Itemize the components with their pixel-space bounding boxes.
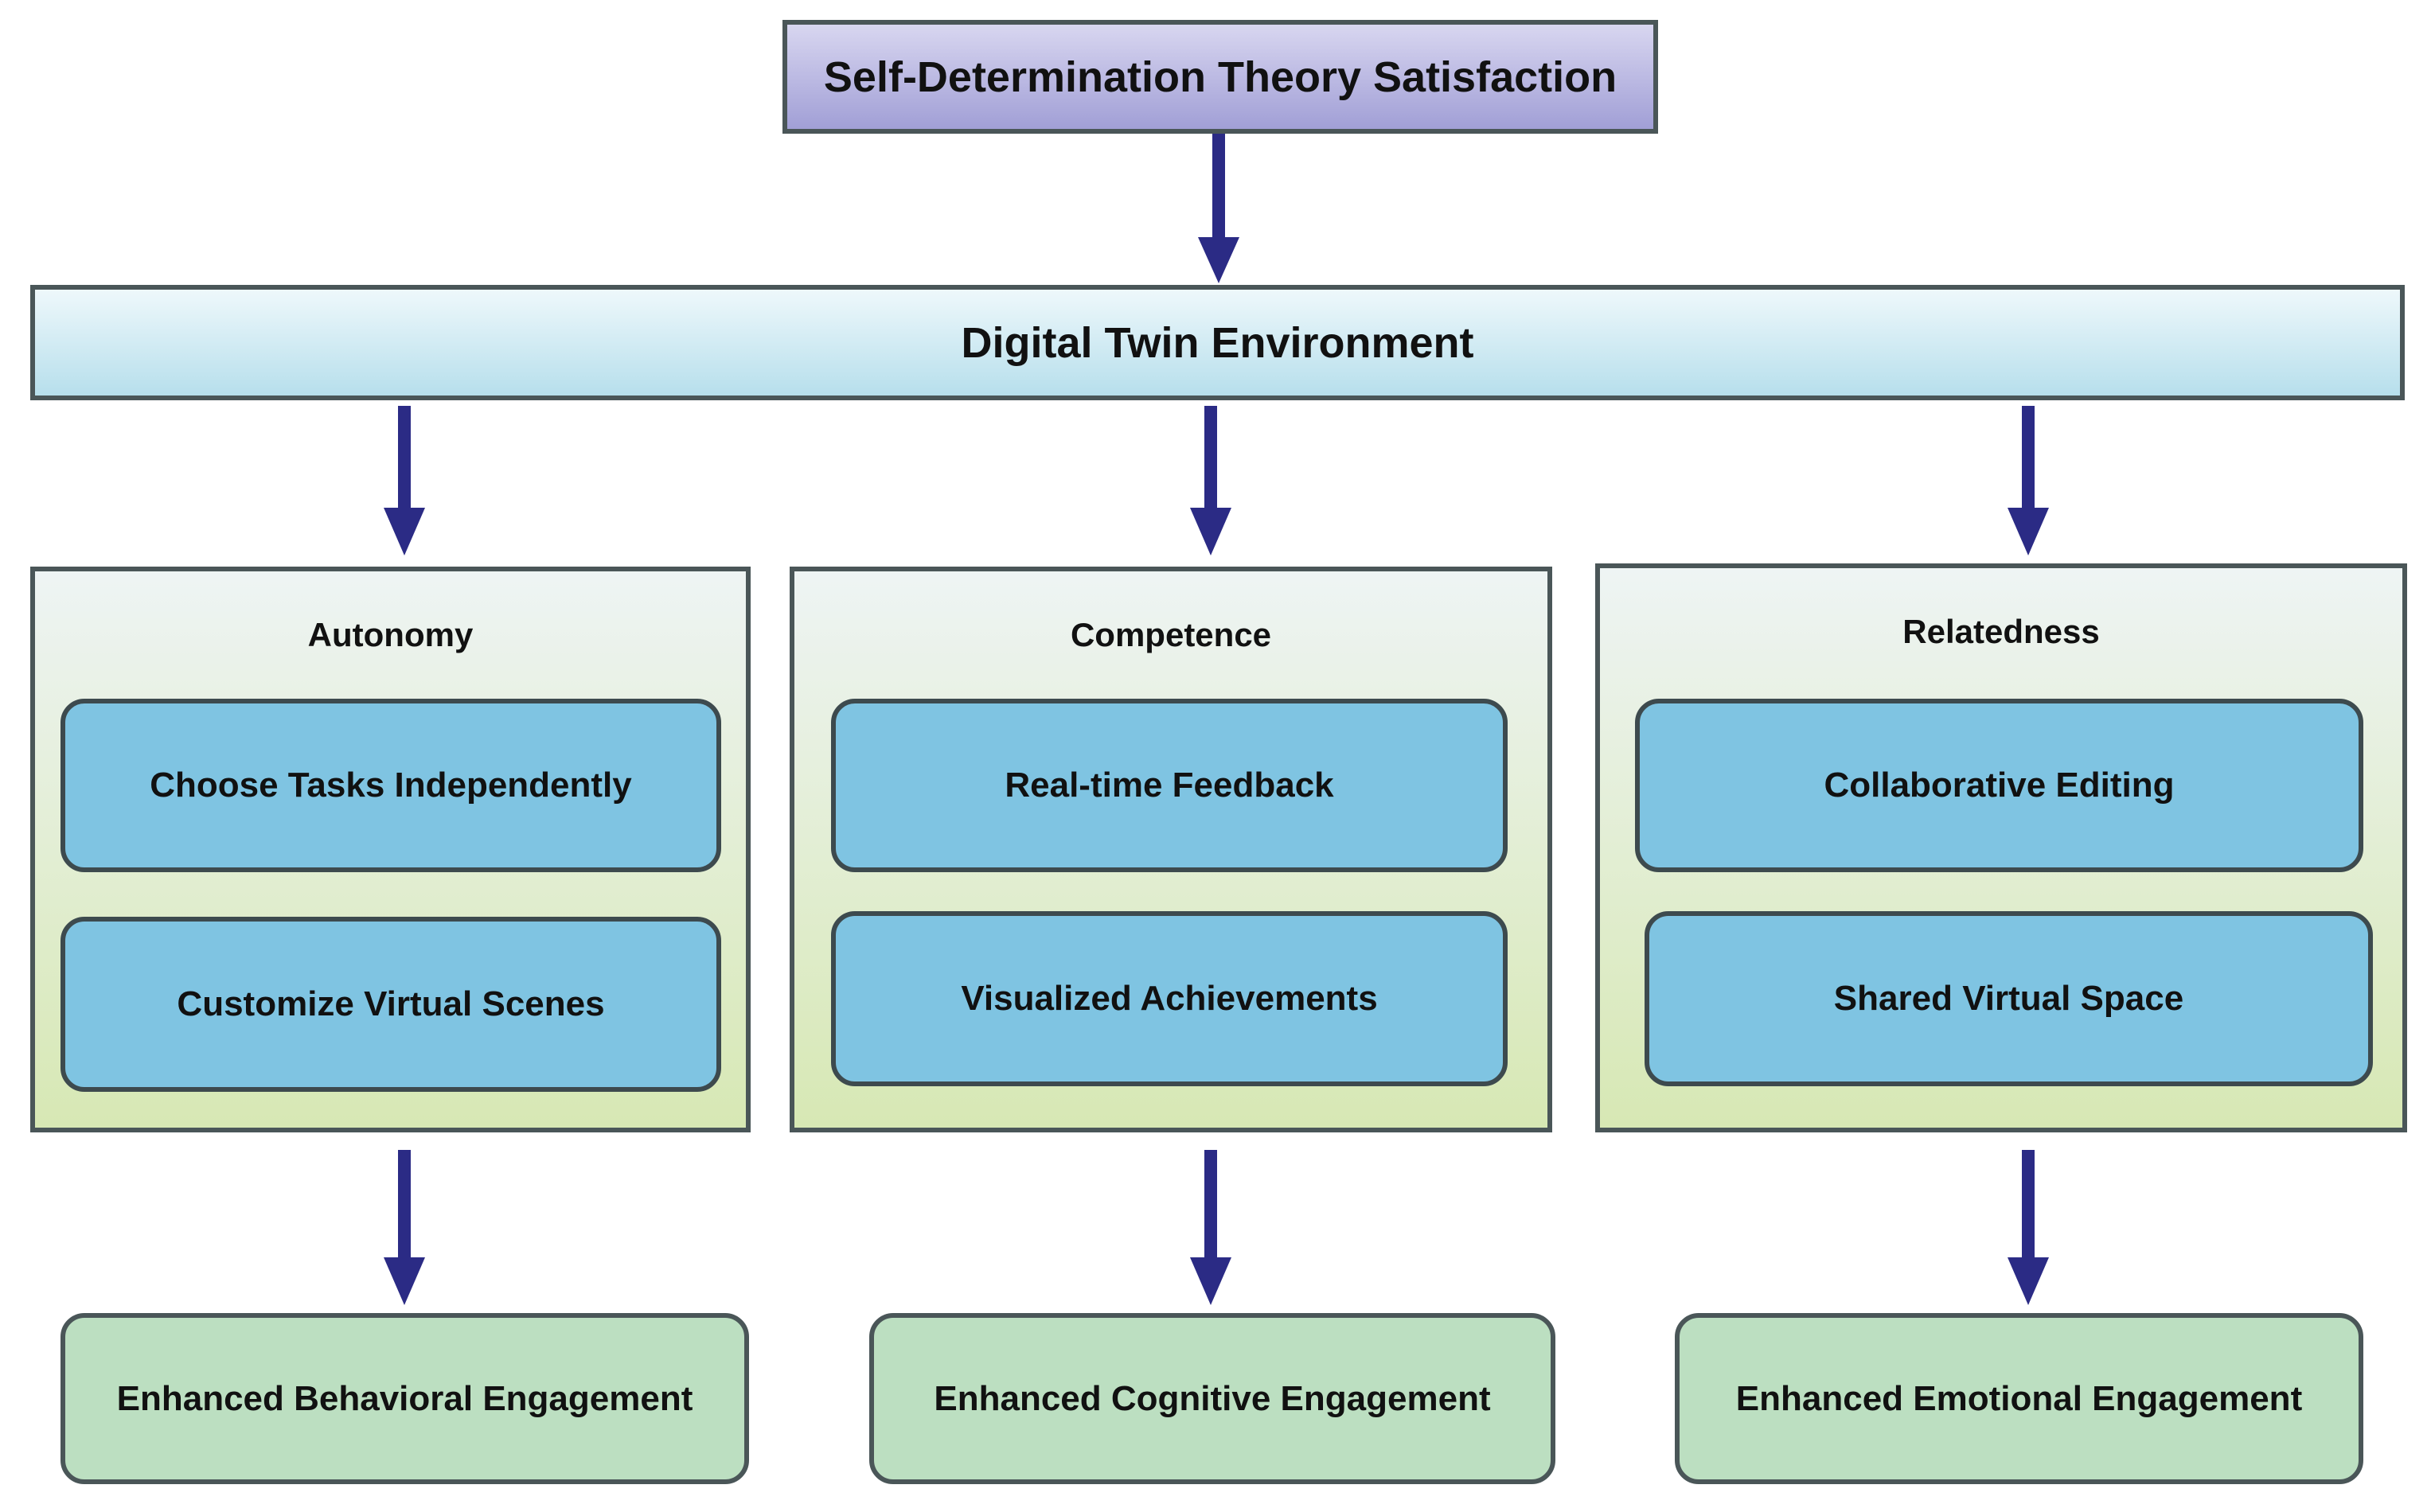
emotional-engagement-box: Enhanced Emotional Engagement: [1675, 1313, 2363, 1484]
sdt-satisfaction-box: Self-Determination Theory Satisfaction: [782, 20, 1658, 134]
competence-title: Competence: [1070, 616, 1272, 653]
arrowhead-environment-to-competence: [1190, 508, 1231, 555]
arrowhead-environment-to-relatedness: [2008, 508, 2049, 555]
relatedness-title: Relatedness: [1902, 613, 2100, 650]
digital-twin-environment-title: Digital Twin Environment: [961, 318, 1474, 367]
arrowhead-relatedness-to-emotional: [2008, 1257, 2049, 1305]
arrowhead-autonomy-to-behavioral: [384, 1257, 425, 1305]
competence-item-2: Visualized Achievements: [831, 911, 1508, 1086]
autonomy-item-2: Customize Virtual Scenes: [60, 917, 721, 1092]
arrowhead-environment-to-autonomy: [384, 508, 425, 555]
relatedness-item-2: Shared Virtual Space: [1645, 911, 2373, 1086]
autonomy-item-1: Choose Tasks Independently: [60, 699, 721, 872]
sdt-satisfaction-title: Self-Determination Theory Satisfaction: [823, 53, 1617, 101]
behavioral-engagement-box: Enhanced Behavioral Engagement: [60, 1313, 749, 1484]
arrowhead-root-to-environment: [1198, 237, 1239, 283]
relatedness-item-1: Collaborative Editing: [1635, 699, 2363, 872]
digital-twin-environment-box: Digital Twin Environment: [30, 285, 2405, 400]
arrowhead-competence-to-cognitive: [1190, 1257, 1231, 1305]
competence-item-1: Real-time Feedback: [831, 699, 1508, 872]
cognitive-engagement-box: Enhanced Cognitive Engagement: [869, 1313, 1555, 1484]
autonomy-title: Autonomy: [307, 616, 474, 653]
